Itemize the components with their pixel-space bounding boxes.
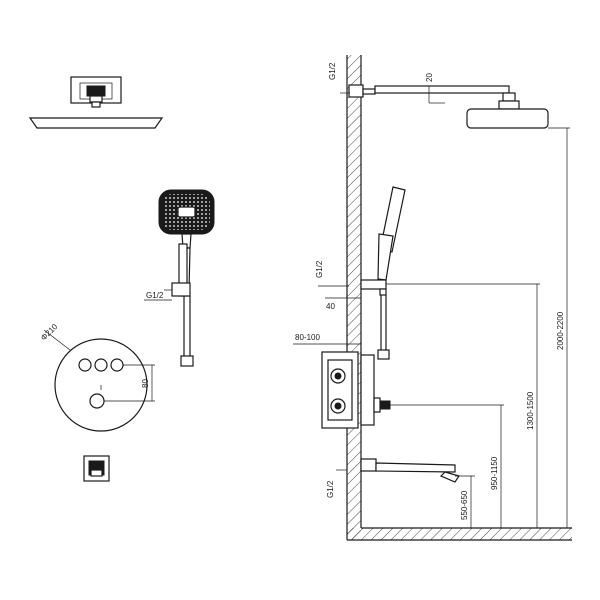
g-half-label-mid: G1/2 [315,260,324,278]
embedded-valve-box: 80-100 [293,333,391,429]
g-half-label-bottom: G1/2 [326,480,335,498]
shower-arm-side-view: 20 G1/2 [328,62,549,129]
dim-550-650-label: 550-650 [460,490,469,520]
valve-control-plate: 80 Φ210 [39,322,155,432]
dim-80-label: 80 [141,379,150,388]
dim-20-label: 20 [425,73,434,82]
hand-shower-assembly: G1/2 [144,189,215,367]
dim-40-label: 40 [326,302,335,311]
g-half-label-left: G1/2 [146,291,164,300]
dim-950-1150-label: 950-1150 [490,456,499,490]
rain-shower-head-front-view [28,76,164,129]
hand-shower-side-view: G1/2 40 [315,186,406,360]
wall-outlet-front-view [83,455,110,482]
g-half-label-top: G1/2 [328,62,337,80]
dim-80-100-label: 80-100 [295,333,320,342]
height-dimensions: 2000-2200 1300-1500 950-1150 550-650 [386,127,570,528]
dim-2000-2200-label: 2000-2200 [556,311,565,350]
bath-spout: G1/2 [326,458,460,498]
dim-1300-1500-label: 1300-1500 [526,391,535,430]
